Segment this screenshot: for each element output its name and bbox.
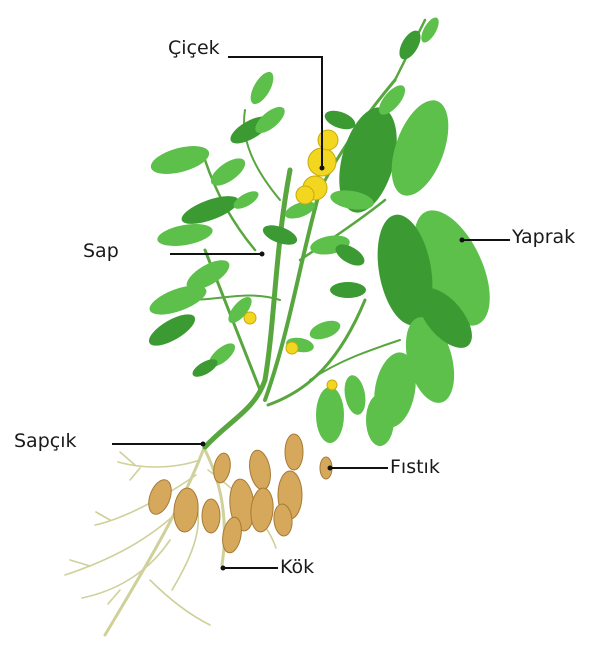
leaf	[307, 317, 343, 343]
root-strand	[108, 590, 120, 604]
leaf	[246, 68, 278, 107]
leaf	[144, 308, 199, 351]
leader-dot	[260, 252, 265, 257]
leaf	[156, 220, 215, 249]
root-strand	[130, 468, 140, 480]
leaf	[342, 374, 369, 417]
leaf	[206, 153, 249, 191]
leader-dot	[460, 238, 465, 243]
leaf	[330, 282, 366, 298]
leader-dot	[201, 442, 206, 447]
flower	[296, 186, 314, 204]
peanut-pod	[249, 487, 275, 533]
peanut-pod-group	[144, 434, 332, 554]
label-peg: Sapçık	[14, 432, 77, 451]
flower	[244, 312, 256, 324]
leaf	[148, 141, 212, 180]
peanut-pod	[212, 452, 233, 484]
leaf	[178, 190, 241, 229]
peanut-pod	[247, 449, 274, 492]
root-strand	[96, 512, 110, 520]
root-strand	[105, 445, 205, 635]
root-strand	[150, 580, 210, 625]
peanut-pod	[285, 434, 303, 470]
root-system	[65, 445, 276, 635]
leader-dot	[221, 566, 226, 571]
leader-dot	[328, 466, 333, 471]
peanut-pod	[144, 477, 175, 518]
label-leaf: Yaprak	[512, 228, 575, 247]
label-peanut: Fıstık	[390, 458, 440, 477]
label-stem: Sap	[83, 242, 119, 261]
label-root: Kök	[280, 558, 314, 577]
peanut-pod	[172, 487, 200, 533]
leader-dot	[320, 166, 325, 171]
leaf	[322, 107, 358, 133]
flower	[327, 380, 337, 390]
leaf	[316, 387, 344, 443]
leaf-group	[144, 15, 505, 446]
root-strand	[70, 560, 90, 566]
label-flower: Çiçek	[168, 39, 220, 58]
flower	[286, 342, 298, 354]
leaf	[366, 394, 394, 446]
leaf	[395, 27, 425, 63]
leaf	[418, 15, 442, 45]
peanut-pod	[202, 499, 220, 533]
